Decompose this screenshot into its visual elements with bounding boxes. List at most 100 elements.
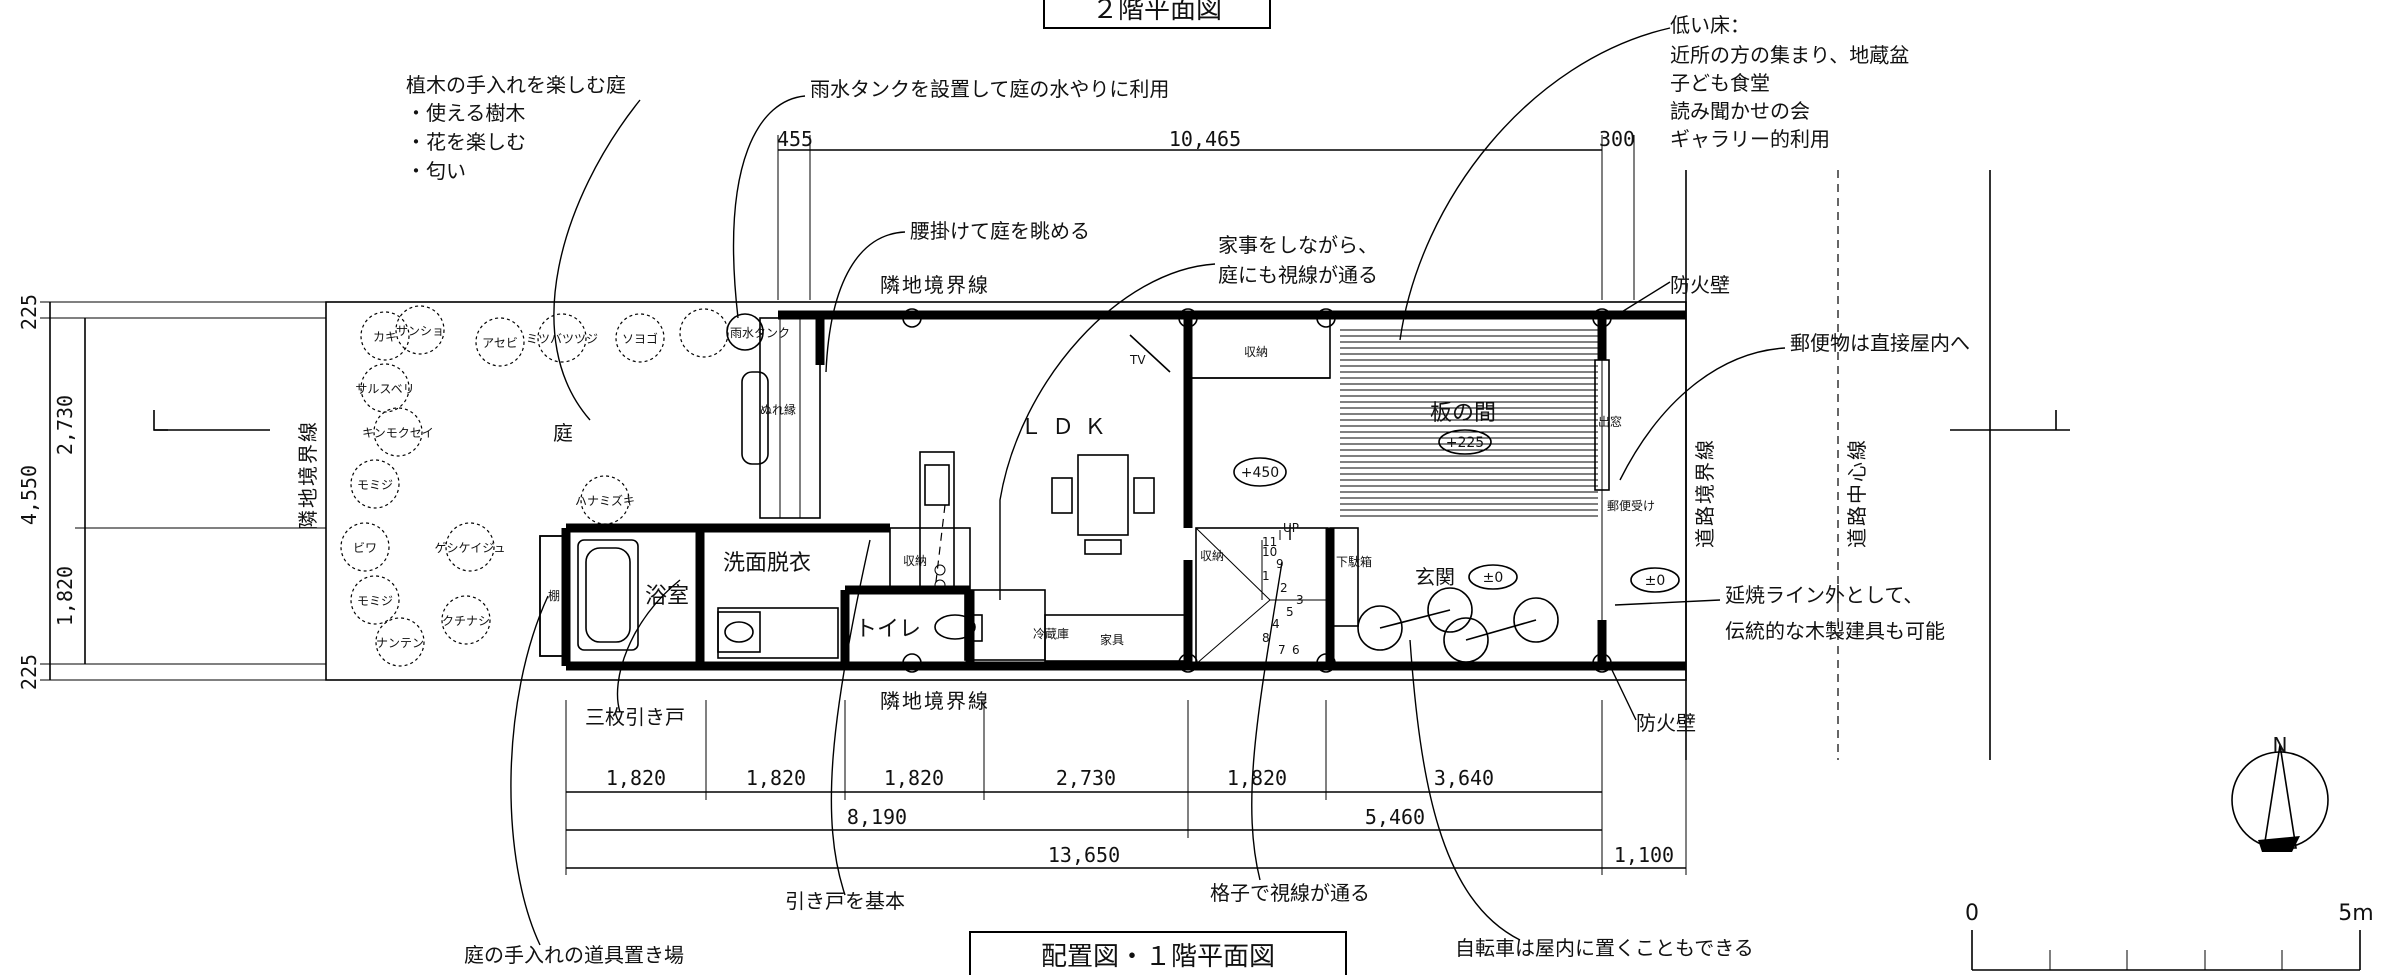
level-outside: ±0 xyxy=(1630,567,1680,593)
shelf xyxy=(539,535,567,657)
firewall-top-label: 防火壁 xyxy=(1670,273,1730,297)
tree-label: ミツバツツジ xyxy=(526,332,598,346)
stair-step-number: 3 xyxy=(1296,593,1304,607)
toilet-label: トイレ xyxy=(855,617,921,642)
level-ldk: +450 xyxy=(1233,457,1287,487)
tree-symbol xyxy=(375,617,425,667)
garden-note-b2: ・花を楽しむ xyxy=(406,130,526,154)
road-boundary-label: 道路境界線 xyxy=(1693,438,1717,548)
level-itanoma-value: +225 xyxy=(1446,435,1484,451)
boundary-bottom-label: 隣地境界線 xyxy=(880,689,990,713)
tree-label: モミジ xyxy=(357,594,393,608)
tree-symbol xyxy=(373,407,423,457)
tree-label: ナンテン xyxy=(376,636,424,650)
engawa xyxy=(741,317,821,519)
tv-label: TV xyxy=(1129,353,1146,367)
bay-window-label: 出窓 xyxy=(1598,414,1622,429)
low-floor-3: 読み聞かせの会 xyxy=(1670,99,1810,123)
stair-step-number: 2 xyxy=(1280,581,1288,595)
tree-label: アセビ xyxy=(482,336,518,350)
boundary-left-label: 隣地境界線 xyxy=(296,420,320,530)
bicycle-note: 自転車は屋内に置くこともできる xyxy=(1455,936,1754,960)
storage-wash-label: 収納 xyxy=(903,554,927,568)
garden-trees: カキサンショアセビミツバツツジ ソヨゴサルスベリキンモクセイモミジ ハナミズキビワ ゲ… xyxy=(340,305,729,667)
tree-symbol xyxy=(350,459,400,509)
site-plan-title: 配置図・１階平面図 xyxy=(1041,942,1275,972)
dim-row1-2: 1,820 xyxy=(746,766,806,790)
scale-end: 5m xyxy=(2338,901,2373,926)
low-floor-note: 低い床： 近所の方の集まり、地蔵盆 子ども食堂 読み聞かせの会 ギャラリー的利用 xyxy=(1670,13,1909,151)
bicycles xyxy=(1357,587,1559,663)
low-floor-4: ギャラリー的利用 xyxy=(1670,127,1830,151)
tree-symbol xyxy=(580,475,630,525)
dim-row3-1: 13,650 xyxy=(1048,843,1120,867)
tree-label: ゲシケイジュ xyxy=(435,541,506,555)
dining-table xyxy=(1051,454,1155,555)
ldk-label: ＬＤＫ xyxy=(1020,415,1116,440)
tree-label: サンショ xyxy=(396,324,444,338)
tools-note: 庭の手入れの道具置き場 xyxy=(464,943,684,967)
boundary-top-label: 隣地境界線 xyxy=(880,273,990,297)
dim-row1-4: 2,730 xyxy=(1056,766,1116,790)
rain-tank-label: 雨水タンク xyxy=(730,326,790,340)
sit-note: 腰掛けて庭を眺める xyxy=(910,219,1090,243)
dim-row2-2: 5,460 xyxy=(1365,805,1425,829)
bathroom-label: 浴室 xyxy=(645,584,689,609)
dim-top: 455 10,465 300 xyxy=(777,127,1635,300)
low-floor-title: 低い床： xyxy=(1670,13,1750,37)
dim-row3-2: 1,100 xyxy=(1614,843,1674,867)
stair-step-number: 6 xyxy=(1292,643,1300,657)
tree-label: ハナミズキ xyxy=(575,493,635,508)
washroom-label: 洗面脱衣 xyxy=(723,551,811,576)
wash-basin xyxy=(717,611,761,653)
stair xyxy=(1195,525,1329,665)
tree-symbol xyxy=(360,311,410,361)
tree-symbol xyxy=(441,595,491,645)
upper-floor-title-box: ２階平面図 xyxy=(1043,0,1271,29)
tree-label: キンモクセイ xyxy=(362,426,434,440)
itanoma-floorboards xyxy=(1340,329,1598,517)
dim-left: 225 2,730 4,550 1,820 225 xyxy=(17,294,326,690)
tree-symbol xyxy=(475,317,525,367)
garden-note: 植木の手入れを楽しむ庭 ・使える樹木 ・花を楽しむ ・匂い xyxy=(406,73,626,183)
dim-left-2: 2,730 xyxy=(53,395,77,455)
stair-step-number: 5 xyxy=(1286,605,1294,619)
three-door-note: 三枚引き戸 xyxy=(585,705,685,729)
tree-label: ビワ xyxy=(353,541,377,555)
dim-left-4: 1,820 xyxy=(53,566,77,626)
tree-symbol xyxy=(537,313,587,363)
bathtub xyxy=(577,539,639,651)
furniture-label: 家具 xyxy=(1100,632,1124,647)
dim-row1-6: 3,640 xyxy=(1434,766,1494,790)
upper-floor-title: ２階平面図 xyxy=(1092,0,1222,25)
dim-top-1: 455 xyxy=(777,127,813,151)
garden-note-b1: ・使える樹木 xyxy=(406,101,525,125)
site-plan-title-box: 配置図・１階平面図 xyxy=(969,931,1347,975)
dim-top-3: 300 xyxy=(1599,127,1635,151)
stair-step-number: 1 xyxy=(1262,569,1270,583)
dim-left-5: 225 xyxy=(17,654,41,690)
engawa-label: ぬれ縁 xyxy=(760,402,796,417)
kitchen-counter xyxy=(919,451,955,593)
stair-step-number: 8 xyxy=(1262,631,1270,645)
stair-step-number: 11 xyxy=(1262,535,1277,549)
scale-start: 0 xyxy=(1965,901,1979,926)
road-center-label: 道路中心線 xyxy=(1845,438,1869,548)
firewall-bottom-label: 防火壁 xyxy=(1636,711,1696,735)
tree-symbol xyxy=(340,522,390,572)
tree-label: カキ xyxy=(373,330,397,344)
storage-stair-label: 収納 xyxy=(1200,549,1224,563)
itanoma-label: 板の間 xyxy=(1430,401,1496,426)
level-genkan: ±0 xyxy=(1468,564,1518,590)
tree-label: サルスベリ xyxy=(355,382,414,396)
tree-label: クチナシ xyxy=(442,614,490,628)
fridge-label: 冷蔵庫 xyxy=(1033,627,1069,641)
tree-symbol xyxy=(395,305,445,355)
building-walls xyxy=(561,310,1686,671)
tree-symbol xyxy=(615,313,665,363)
tree-label: ソヨゴ xyxy=(622,331,658,346)
level-outside-value: ±0 xyxy=(1645,573,1666,589)
fire-note-2: 伝統的な木製建具も可能 xyxy=(1725,619,1945,643)
garden-note-title: 植木の手入れを楽しむ庭 xyxy=(406,73,626,97)
